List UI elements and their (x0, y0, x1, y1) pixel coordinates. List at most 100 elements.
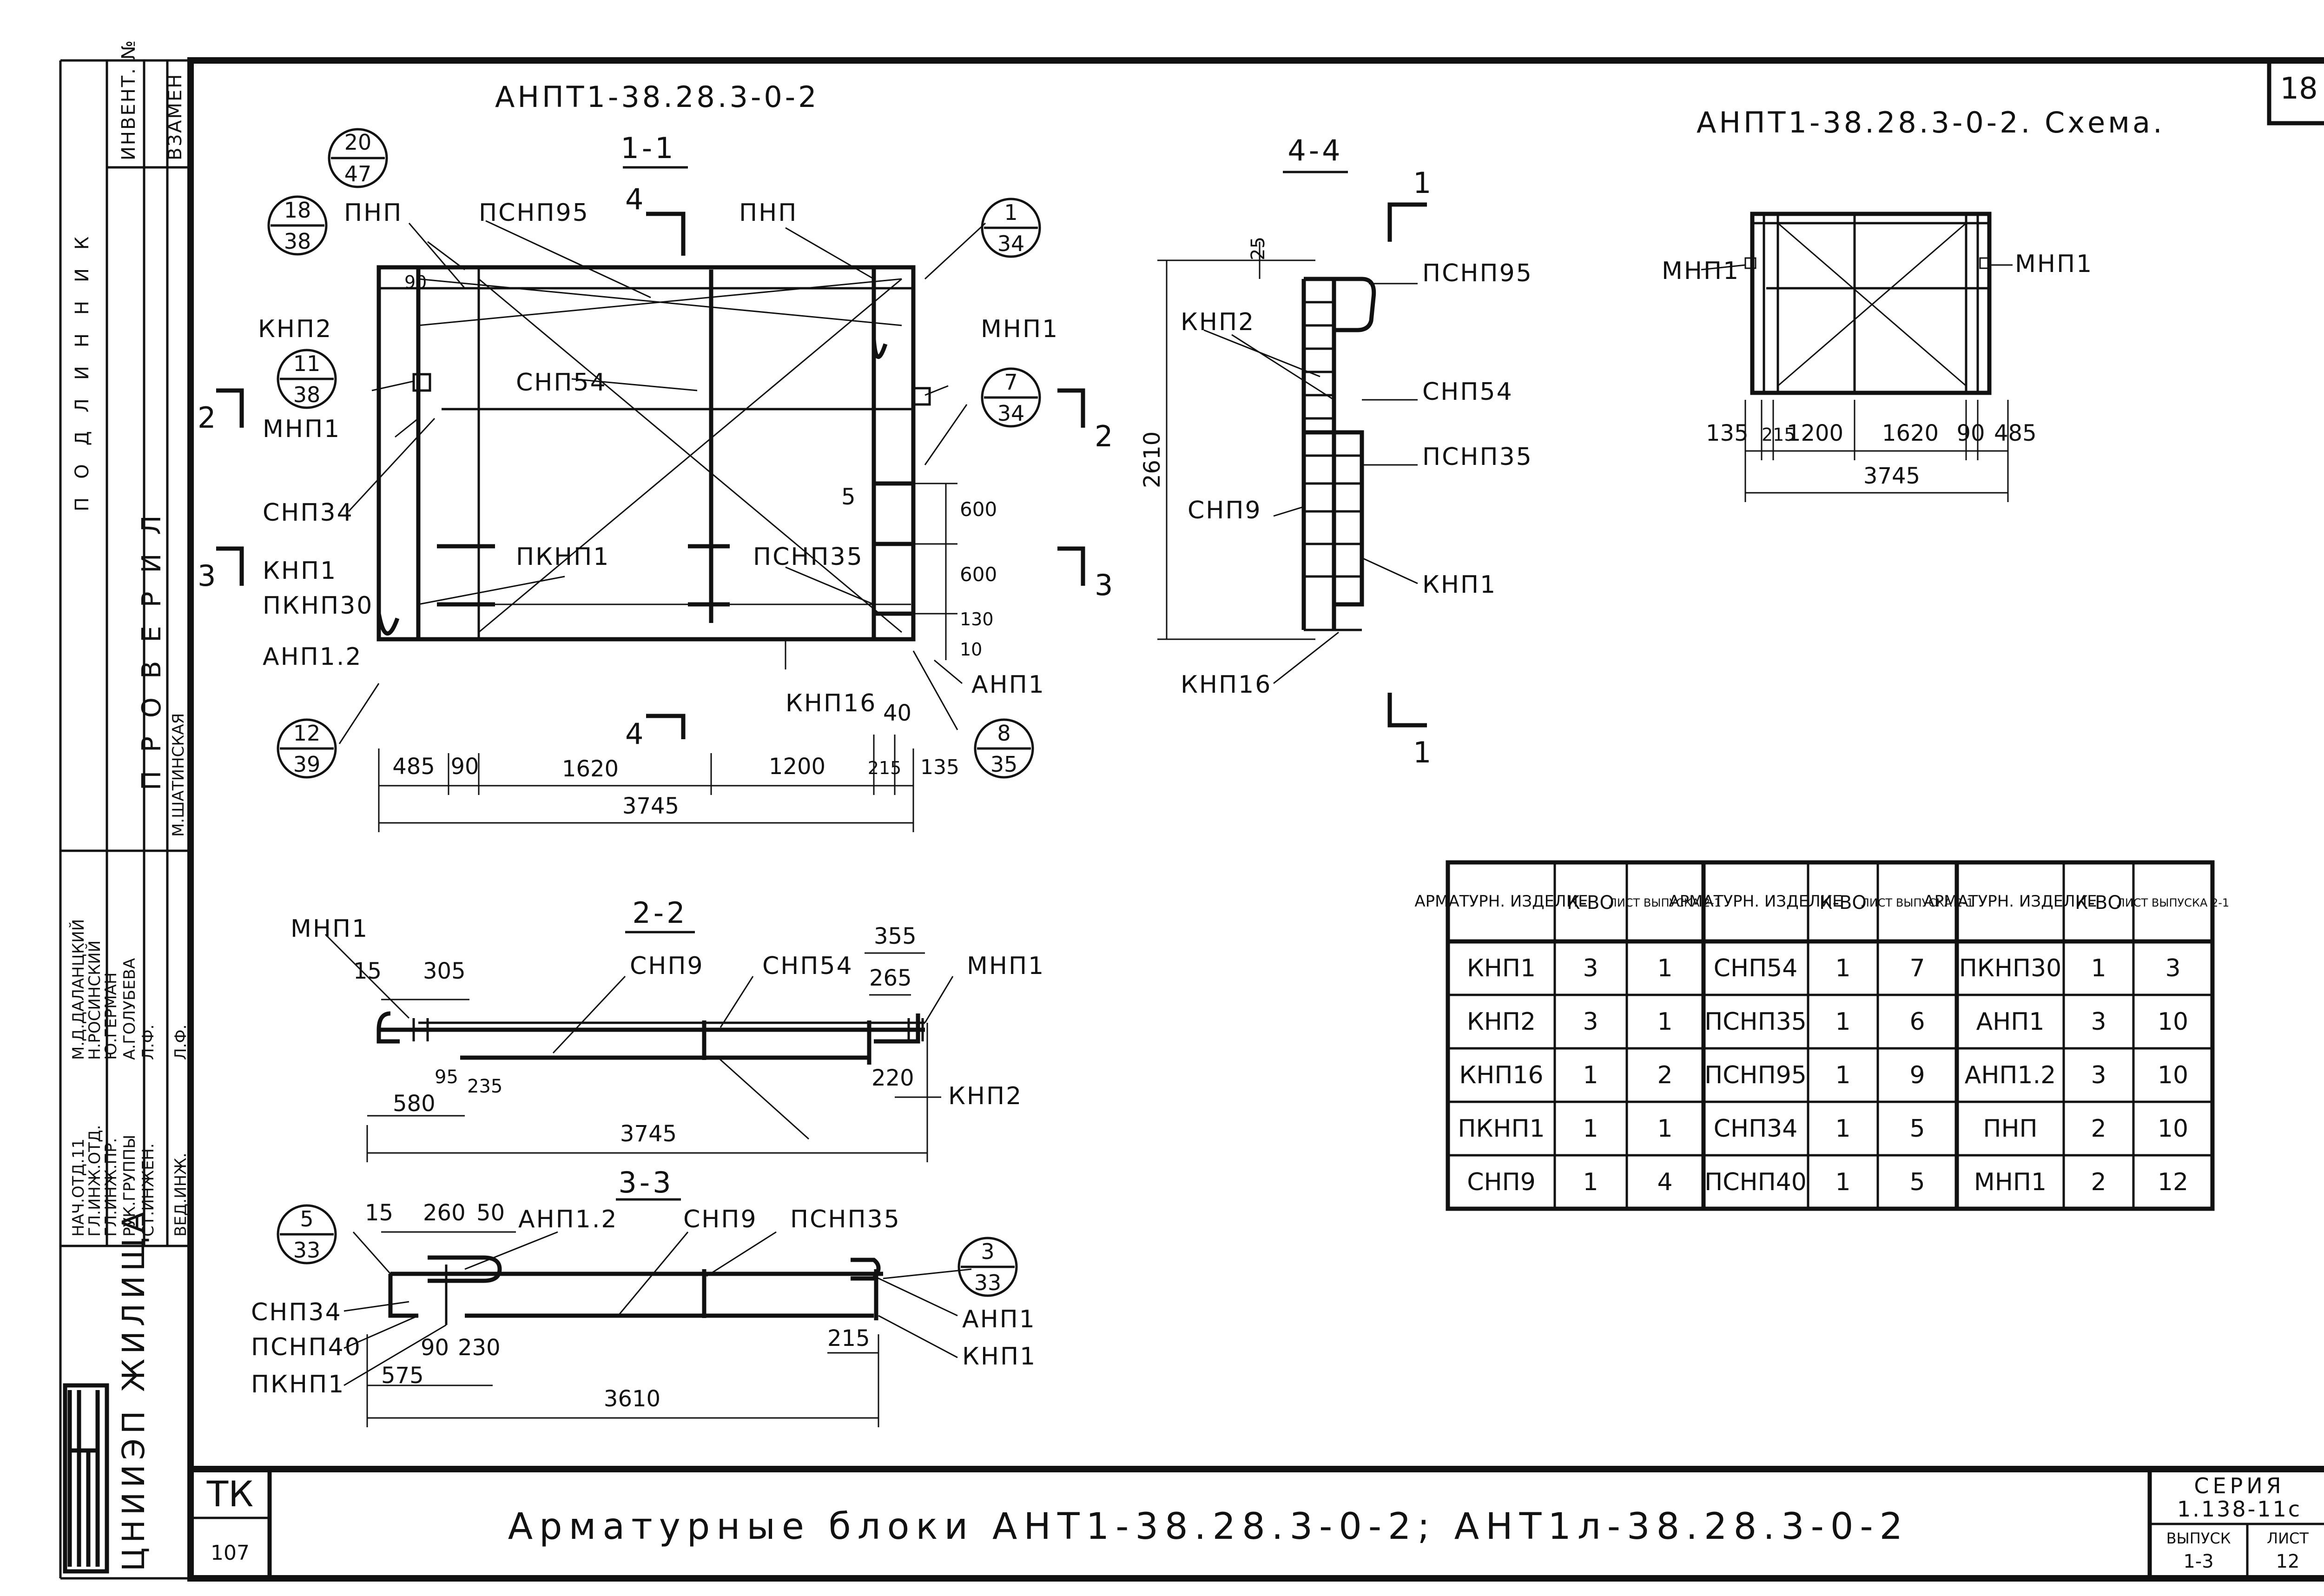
scheme-dim-total: 3745 (1863, 463, 1920, 489)
svg-text:5: 5 (1909, 1115, 1925, 1143)
svg-text:1: 1 (1835, 954, 1850, 982)
s22-dim-265: 265 (869, 965, 912, 991)
main-label-pnp-left: ПНП (344, 199, 403, 227)
tk-label: ТК (206, 1473, 253, 1515)
main-label-anp1: АНП1 (971, 671, 1045, 699)
svg-text:20: 20 (344, 130, 372, 155)
s22-label-mnp1-left: МНП1 (290, 915, 369, 943)
s33-dim-90: 90 (421, 1335, 449, 1361)
s22-dim-220: 220 (872, 1065, 914, 1091)
sheet-number: 18 (2280, 72, 2317, 106)
main-label-knp1: КНП1 (263, 557, 337, 585)
sheet-frame (59, 57, 2324, 1582)
s33-dim-50: 50 (476, 1200, 505, 1226)
stamp-name-5: Л.Ф. (172, 1025, 190, 1060)
section-3-3-drawing (343, 1231, 972, 1427)
svg-text:3: 3 (981, 1239, 994, 1264)
s33-dim-15: 15 (365, 1200, 393, 1226)
spec-h4: К-ВО (1819, 892, 1867, 914)
svg-text:33: 33 (293, 1238, 321, 1263)
main-dim-10: 10 (960, 639, 982, 660)
spec-h6: АРМАТУРН. ИЗДЕЛИЕ (1923, 892, 2097, 911)
s22-label-snp9: СНП9 (630, 952, 704, 980)
svg-text:3: 3 (2091, 1061, 2106, 1089)
svg-text:3: 3 (1583, 954, 1598, 982)
main-dim-485: 485 (392, 754, 435, 780)
main-dim-1200: 1200 (769, 754, 825, 780)
stamp-role-3: РУК.ГРУППЫ (120, 1135, 139, 1237)
s44-cut-bottom: 1 (1413, 735, 1434, 769)
s33-label-anp1: АНП1 (962, 1305, 1036, 1333)
s44-dim-25: 25 (1248, 237, 1269, 260)
svg-text:47: 47 (344, 161, 372, 186)
scheme-title: АНПТ1-38.28.3-0-2. Схема. (1697, 106, 2165, 139)
svg-text:6: 6 (1909, 1008, 1925, 1036)
main-dim-1620: 1620 (562, 756, 619, 782)
spec-h7: К-ВО (2075, 892, 2122, 914)
main-label-psnp95: ПСНП95 (479, 199, 589, 227)
svg-text:СНП9: СНП9 (1467, 1168, 1536, 1196)
stamp-name-0: М.Д.ДАЛАНЦКИЙ (69, 919, 88, 1060)
main-dim-215: 215 (868, 758, 902, 778)
s33-label-snp9: СНП9 (683, 1205, 758, 1233)
svg-text:1: 1 (2091, 954, 2106, 982)
svg-text:10: 10 (2158, 1008, 2188, 1036)
section-4-4-title: 4-4 (1287, 133, 1343, 167)
s44-dim-2610: 2610 (1139, 431, 1165, 488)
scheme-label-mnp1-left: МНП1 (1662, 257, 1740, 285)
stamp-role-0: НАЧ.ОТД.11 (69, 1139, 88, 1237)
svg-text:3: 3 (1583, 1008, 1598, 1036)
s33-dim-total: 3610 (604, 1386, 660, 1412)
stamp-name-3: А.ГОЛУБЕВА (120, 958, 139, 1060)
bottom-title: Арматурные блоки АНТ1-38.28.3-0-2; АНТ1л… (508, 1506, 1909, 1548)
spec-h3: АРМАТУРН. ИЗДЕЛИЕ (1669, 892, 1842, 911)
s22-label-snp54: СНП54 (762, 952, 853, 980)
svg-text:39: 39 (293, 752, 321, 777)
callout-5-33: 5 33 (277, 1204, 337, 1265)
svg-text:ПНП: ПНП (1983, 1115, 2037, 1143)
callout-20-47: 20 47 (328, 128, 388, 188)
scheme-label-mnp1-right: МНП1 (2015, 250, 2093, 278)
main-dim-top-90: 90 (404, 272, 427, 292)
scheme-drawing (1701, 212, 2013, 502)
s22-dim-305: 305 (423, 958, 466, 984)
svg-text:1: 1 (1004, 200, 1017, 225)
left-stamp (60, 60, 191, 1574)
spec-row: СНП9 1 4 ПСНП40 1 5 МНП1 2 12 (1467, 1168, 2188, 1196)
callout-8-35: 8 35 (974, 718, 1034, 779)
svg-text:35: 35 (990, 752, 1018, 777)
main-dim-600a: 600 (960, 498, 997, 521)
svg-text:2: 2 (1657, 1061, 1672, 1089)
s22-dim-total: 3745 (620, 1121, 677, 1147)
spec-row: ПКНП1 1 1 СНП34 1 5 ПНП 2 10 (1458, 1115, 2188, 1143)
svg-text:1: 1 (1657, 1008, 1672, 1036)
s33-label-psnp40: ПСНП40 (251, 1333, 362, 1361)
stamp-checked: ПРОВЕРИЛ (137, 497, 167, 790)
s33-label-psnp35: ПСНП35 (790, 1205, 901, 1233)
s33-dim-230: 230 (458, 1335, 501, 1361)
callout-7-34: 7 34 (981, 367, 1041, 428)
section-3-3-title: 3-3 (618, 1166, 673, 1199)
spec-row: КНП2 3 1 ПСНП35 1 6 АНП1 3 10 (1467, 1008, 2188, 1036)
svg-text:3: 3 (2091, 1008, 2106, 1036)
spec-h2: ЛИСТ ВЫПУСКА 2-1 (1609, 896, 1721, 909)
svg-text:12: 12 (293, 721, 321, 746)
svg-text:ПСНП35: ПСНП35 (1704, 1008, 1807, 1036)
stamp-name-4: Л.Ф. (139, 1025, 158, 1060)
issue-value: 1-3 (2183, 1551, 2213, 1572)
svg-text:АНП1.2: АНП1.2 (1965, 1061, 2056, 1089)
main-dim-130: 130 (960, 609, 994, 629)
cut-3-left: 3 (198, 559, 218, 593)
callout-1-34: 1 34 (981, 198, 1041, 258)
s44-label-knp1: КНП1 (1422, 571, 1497, 599)
main-dim-135: 135 (920, 755, 959, 779)
main-dim-40: 40 (883, 700, 911, 726)
spec-h5: ЛИСТ ВЫПУСКА 2-1 (1861, 896, 1974, 909)
s22-label-knp2: КНП2 (948, 1082, 1023, 1110)
main-label-psnp35: ПСНП35 (753, 543, 864, 571)
cut-4-top: 4 (625, 182, 646, 216)
page-value: 12 (2276, 1551, 2300, 1572)
s22-dim-580: 580 (393, 1091, 436, 1117)
s22-label-mnp1-right: МНП1 (967, 952, 1045, 980)
